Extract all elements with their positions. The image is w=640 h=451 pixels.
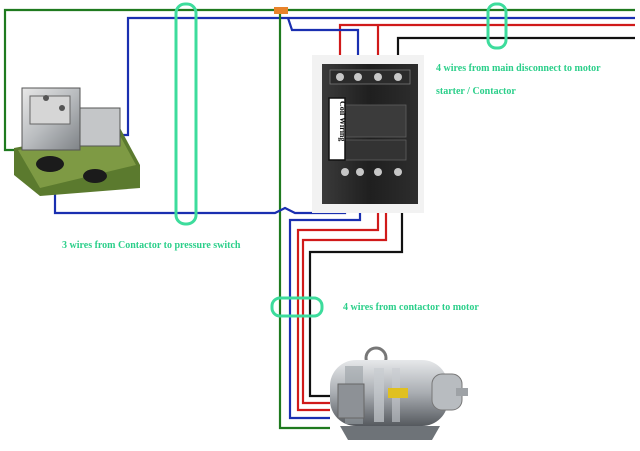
fuse-marker [274, 7, 288, 14]
pressure-switch [14, 87, 140, 196]
ground-wire-green [3, 10, 330, 430]
label-main-to-starter-line1: 4 wires from main disconnect to motor [436, 63, 601, 74]
main-to-contactor-blue [286, 17, 360, 70]
label-contactor-to-switch: 3 wires from Contactor to pressure switc… [62, 240, 241, 251]
bundle-markers [174, 2, 508, 318]
main-wire-green [3, 8, 635, 130]
motor [330, 346, 468, 440]
motor-wire-black [308, 178, 404, 398]
bundle-marker-motor [270, 296, 324, 318]
motor-wire-red2 [301, 178, 388, 405]
bundle-marker-main [486, 2, 508, 50]
coil-label-box [328, 97, 346, 161]
contactor: Coil Wiring [312, 55, 424, 213]
coil-label: Coil Wiring [338, 101, 347, 141]
label-contactor-to-motor: 4 wires from contactor to motor [343, 302, 479, 313]
bundle-marker-switch [174, 2, 198, 226]
label-main-to-starter-line2: starter / Contactor [436, 86, 516, 97]
